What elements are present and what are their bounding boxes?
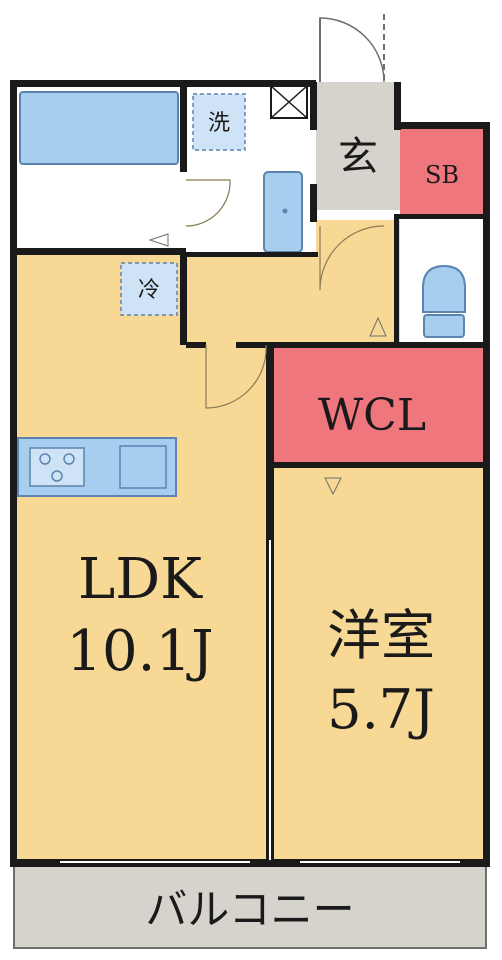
fridge-label: 冷 (138, 278, 160, 303)
wcl-label: WCL (318, 390, 426, 441)
shoe-box-label: SB (425, 161, 459, 189)
entrance-door (319, 17, 385, 83)
shoe-box (400, 126, 490, 218)
bedroom-floor (272, 464, 490, 865)
washer-label: 洗 (208, 111, 230, 136)
ldk-size: 10.1J (66, 619, 213, 684)
ldk-name: LDK (78, 547, 203, 612)
balcony-area (13, 865, 487, 949)
entrance-label: 玄 (338, 134, 378, 180)
washer-slot (192, 93, 246, 151)
toilet-tank (423, 314, 465, 338)
stove (29, 447, 85, 487)
ldk-floor (10, 255, 272, 865)
toilet-bowl (422, 264, 466, 313)
bedroom-size: 5.7J (327, 678, 435, 741)
balcony-label: バルコニー (145, 885, 354, 934)
fridge-slot (120, 262, 178, 316)
bedroom-name: 洋室 (327, 604, 435, 667)
kitchen-sink (119, 445, 167, 489)
bathtub (19, 91, 179, 165)
entrance-floor (316, 82, 400, 210)
wcl-room (272, 345, 490, 464)
